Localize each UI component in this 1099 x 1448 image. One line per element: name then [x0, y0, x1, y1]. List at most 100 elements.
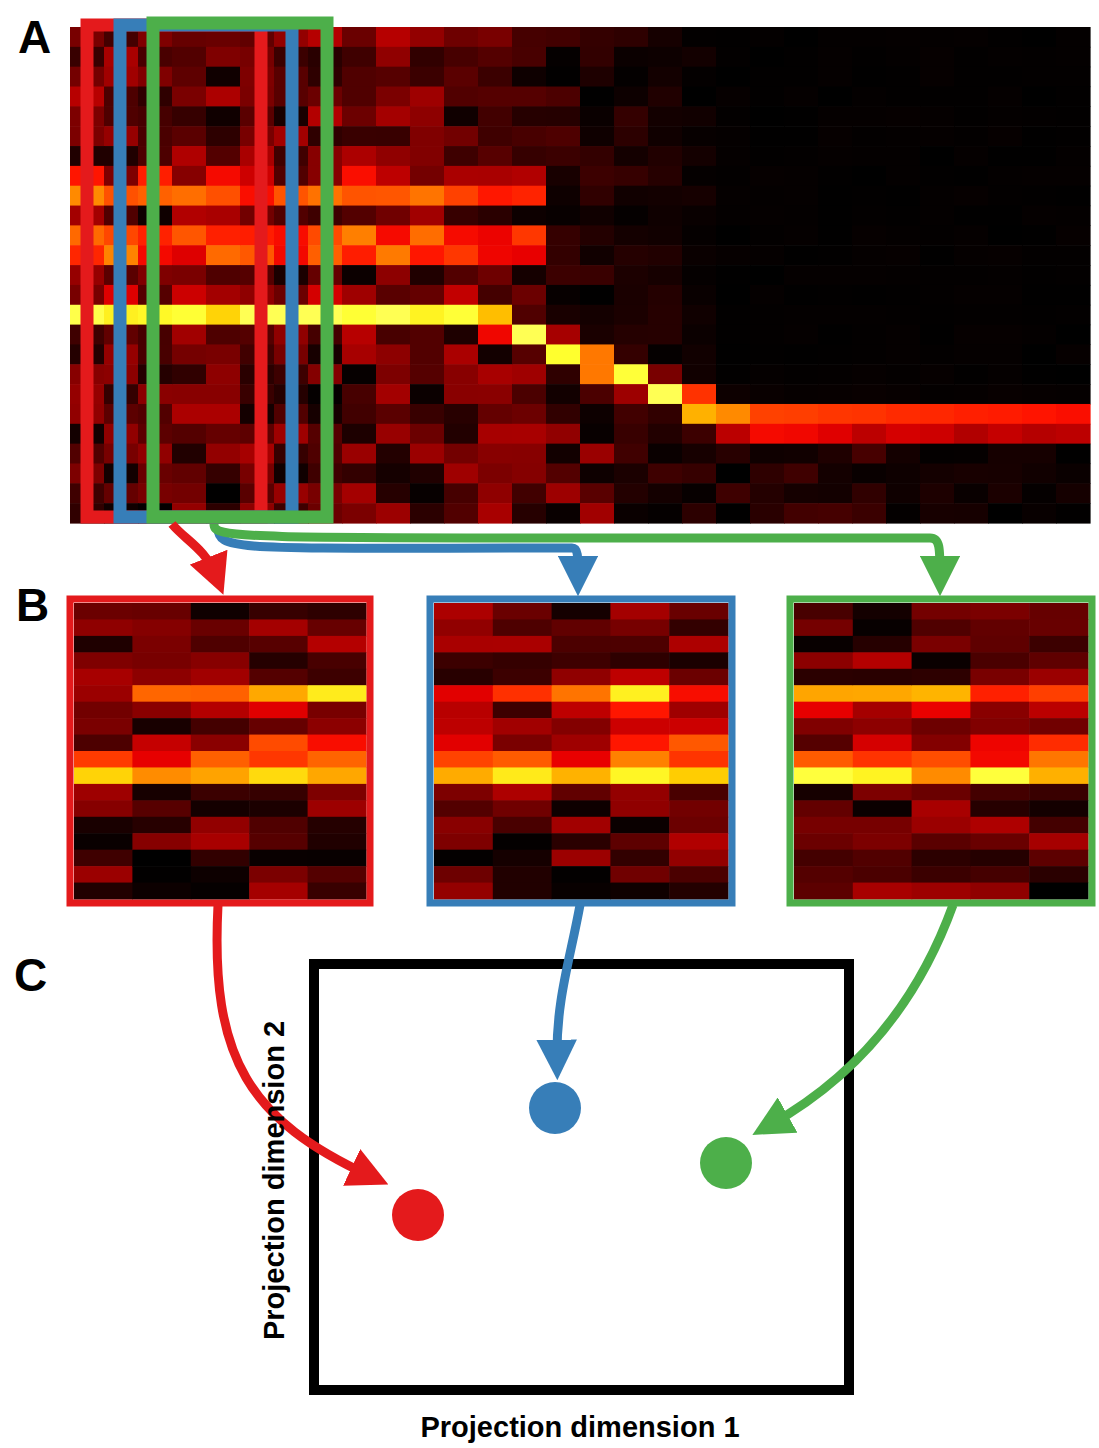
heat-cell: [172, 166, 207, 186]
heat-cell: [669, 833, 728, 850]
heat-cell: [852, 325, 887, 345]
heat-cell: [552, 735, 611, 752]
heat-cell: [716, 305, 751, 325]
heat-cell: [546, 27, 581, 47]
arrow: [172, 524, 216, 576]
heat-cell: [478, 503, 513, 523]
heat-cell: [1029, 669, 1088, 686]
heat-cell: [988, 106, 1023, 126]
heat-cell: [784, 245, 819, 265]
heat-cell: [853, 603, 912, 620]
heat-cell: [886, 87, 921, 107]
heat-cell: [852, 285, 887, 305]
heat-cell: [853, 652, 912, 669]
heat-cell: [912, 767, 971, 784]
heat-cell: [716, 206, 751, 226]
heat-cell: [172, 325, 207, 345]
heat-cell: [750, 344, 785, 364]
heat-cell: [794, 669, 853, 686]
heat-cell: [970, 850, 1029, 867]
heat-cell: [478, 325, 513, 345]
heat-cell: [74, 702, 133, 719]
heat-cell: [669, 800, 728, 817]
heat-cell: [852, 424, 887, 444]
heat-cell: [308, 735, 367, 752]
heat-cell: [818, 463, 853, 483]
heat-cell: [493, 718, 552, 735]
heat-cell: [342, 47, 377, 67]
heat-cell: [434, 619, 493, 636]
heat-cell: [74, 619, 133, 636]
heat-cell: [478, 404, 513, 424]
heat-cell: [970, 800, 1029, 817]
heat-cell: [988, 305, 1023, 325]
heat-cell: [750, 404, 785, 424]
heat-cell: [784, 483, 819, 503]
panel-outline: [430, 599, 732, 903]
heat-cell: [308, 817, 367, 834]
heat-cell: [434, 817, 493, 834]
heat-cell: [970, 619, 1029, 636]
heat-cell: [1022, 285, 1057, 305]
heat-cell: [853, 669, 912, 686]
heat-cell: [818, 67, 853, 87]
heat-cell: [512, 87, 547, 107]
heat-cell: [610, 702, 669, 719]
heat-cell: [342, 463, 377, 483]
heat-cell: [886, 47, 921, 67]
heat-cell: [669, 619, 728, 636]
heat-cell: [552, 833, 611, 850]
heat-cell: [988, 67, 1023, 87]
heat-cell: [1056, 483, 1091, 503]
arrow: [217, 905, 370, 1176]
heat-cell: [818, 344, 853, 364]
heat-cell: [1022, 503, 1057, 523]
heat-cell: [172, 424, 207, 444]
heat-cell: [1029, 735, 1088, 752]
heat-cell: [342, 67, 377, 87]
heat-cell: [784, 305, 819, 325]
heat-cell: [580, 384, 615, 404]
heat-cell: [794, 652, 853, 669]
axis-title: Projection dimension 2: [261, 1020, 290, 1339]
heat-cell: [610, 784, 669, 801]
heat-cell: [853, 784, 912, 801]
heat-cell: [920, 106, 955, 126]
heat-cell: [249, 652, 308, 669]
heat-cell: [434, 735, 493, 752]
heat-cell: [546, 87, 581, 107]
panel-letter: B: [16, 582, 49, 628]
heat-cell: [954, 206, 989, 226]
heat-cell: [376, 225, 411, 245]
heat-cell: [1029, 850, 1088, 867]
heat-cell: [478, 305, 513, 325]
heat-cell: [552, 817, 611, 834]
heat-cell: [478, 27, 513, 47]
heat-cell: [308, 800, 367, 817]
heat-cell: [750, 384, 785, 404]
heat-cell: [954, 463, 989, 483]
heat-cell: [750, 186, 785, 206]
heat-cell: [512, 186, 547, 206]
heat-cell: [912, 850, 971, 867]
heat-cell: [493, 751, 552, 768]
heat-cell: [648, 166, 683, 186]
heat-cell: [74, 833, 133, 850]
heat-cell: [682, 384, 717, 404]
heat-cell: [580, 285, 615, 305]
heat-cell: [886, 67, 921, 87]
heat-cell: [614, 146, 649, 166]
heat-cell: [853, 718, 912, 735]
heat-cell: [478, 265, 513, 285]
heat-cell: [912, 702, 971, 719]
heat-cell: [669, 784, 728, 801]
heat-cell: [410, 126, 445, 146]
heat-cell: [308, 767, 367, 784]
heat-cell: [172, 67, 207, 87]
heat-cell: [852, 265, 887, 285]
heat-cell: [853, 636, 912, 653]
heat-cell: [444, 325, 479, 345]
heat-cell: [682, 87, 717, 107]
heat-cell: [444, 503, 479, 523]
heat-cell: [853, 702, 912, 719]
